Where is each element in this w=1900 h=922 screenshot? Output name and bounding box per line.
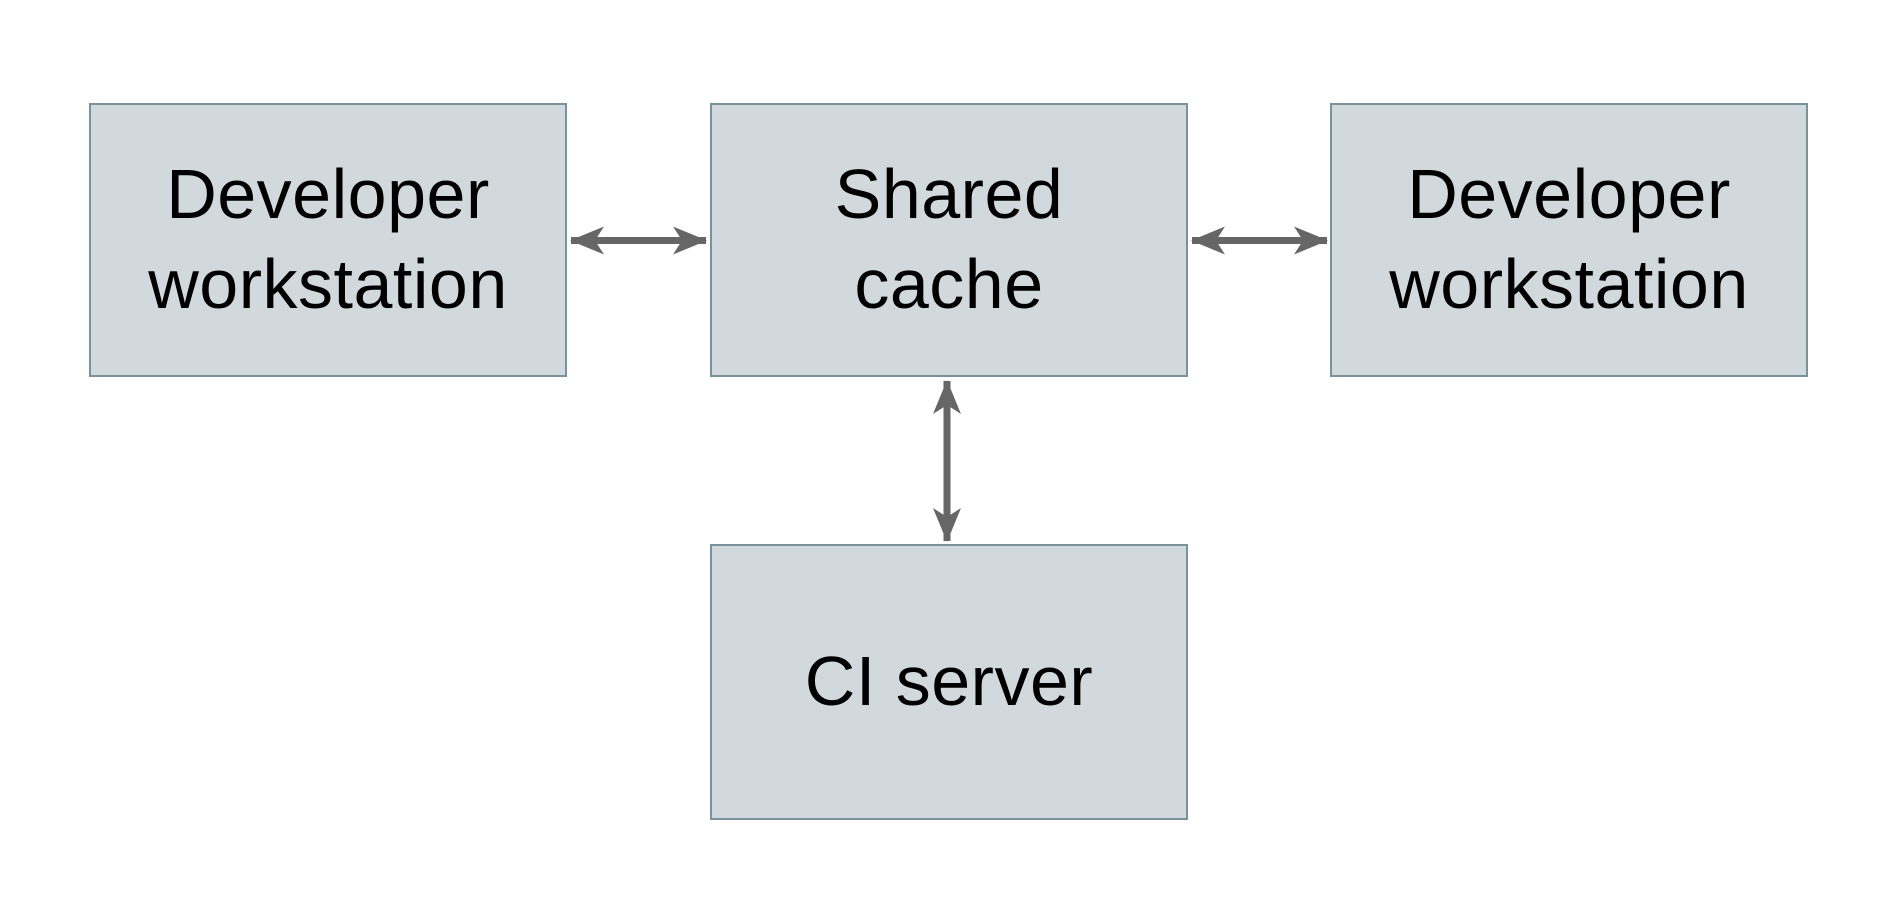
node-label: Developer workstation [1389,155,1749,323]
node-developer-workstation-right: Developer workstation [1330,103,1808,377]
node-shared-cache: Shared cache [710,103,1188,377]
node-label: Shared cache [834,155,1064,323]
node-developer-workstation-left: Developer workstation [89,103,567,377]
node-label: Developer workstation [148,155,508,323]
node-ci-server: CI server [710,544,1188,820]
node-label: CI server [804,642,1094,721]
